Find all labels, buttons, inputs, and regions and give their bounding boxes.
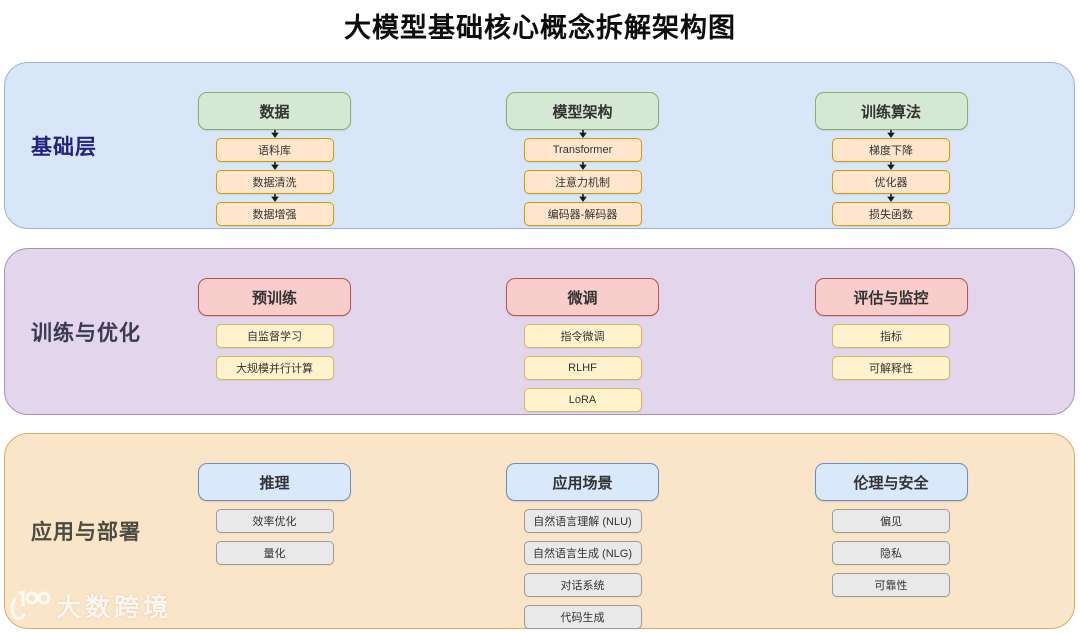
concept-item: 梯度下降 <box>832 138 950 162</box>
concept-item: 数据清洗 <box>215 170 334 194</box>
concept-column: 应用场景自然语言理解 (NLU) 自然语言生成 (NLG) 对话系统代码生成 <box>493 463 673 629</box>
concept-item: 编码器-解码器 <box>523 202 642 226</box>
arrow-down-icon <box>887 162 895 170</box>
column-header: 应用场景 <box>506 463 659 501</box>
spacer <box>884 348 898 356</box>
band-foundation: 基础层 数据语料库数据清洗数据增强 模型架构 Transformer 注意力机制编码器-… <box>4 62 1075 229</box>
arrow-down-icon <box>578 162 587 170</box>
arrow-down-icon <box>270 194 279 202</box>
connector-arrow <box>268 162 282 170</box>
concept-column: 伦理与安全偏见隐私可靠性 <box>801 463 981 597</box>
band-application-deployment: 应用与部署 推理效率优化量化 应用场景自然语言理解 (NLU) 自然语言生成 (NLG… <box>4 433 1075 629</box>
spacer <box>884 533 898 541</box>
concept-item: 量化 <box>215 541 334 565</box>
spacer <box>576 501 590 509</box>
connector-arrow <box>268 130 282 138</box>
concept-item: 大规模并行计算 <box>215 356 334 380</box>
arrow-down-icon <box>578 194 587 202</box>
concept-column: 预训练自监督学习大规模并行计算 <box>185 278 365 380</box>
column-header: 训练算法 <box>814 92 968 130</box>
concept-item: 自监督学习 <box>215 324 334 348</box>
column-header: 评估与监控 <box>814 278 968 316</box>
arrow-down-icon <box>887 194 895 202</box>
concept-column: 推理效率优化量化 <box>185 463 365 565</box>
arrow-down-icon <box>887 130 895 138</box>
spacer <box>268 348 282 356</box>
spacer <box>576 565 590 573</box>
spacer <box>576 348 590 356</box>
brand-logo-icon <box>10 589 51 620</box>
band-training-optimization: 训练与优化 预训练自监督学习大规模并行计算 微调指令微调 RLHF LoRA 评估与监控指… <box>4 248 1075 415</box>
column-header: 伦理与安全 <box>814 463 968 501</box>
concept-item: 自然语言生成 (NLG) <box>523 541 642 565</box>
column-header: 预训练 <box>198 278 351 316</box>
arrow-down-icon <box>578 130 587 138</box>
concept-item: 语料库 <box>215 138 334 162</box>
concept-item: 数据增强 <box>215 202 334 226</box>
concept-item: 损失函数 <box>832 202 950 226</box>
spacer <box>884 316 898 324</box>
concept-item: 可解释性 <box>832 356 950 380</box>
concept-item: 偏见 <box>832 509 950 533</box>
page-title: 大模型基础核心概念拆解架构图 <box>344 13 736 43</box>
spacer <box>576 380 590 388</box>
brand-watermark: 大数跨境 <box>8 588 172 624</box>
connector-arrow <box>884 162 898 170</box>
concept-item: 可靠性 <box>832 573 950 597</box>
connector-arrow <box>884 130 898 138</box>
concept-item: 代码生成 <box>523 605 642 629</box>
concept-column: 训练算法梯度下降优化器损失函数 <box>801 92 981 226</box>
concept-item: LoRA <box>523 388 642 412</box>
spacer <box>576 533 590 541</box>
concept-item: 自然语言理解 (NLU) <box>523 509 642 533</box>
column-header: 模型架构 <box>506 92 659 130</box>
concept-column: 模型架构 Transformer 注意力机制编码器-解码器 <box>493 92 673 226</box>
band-label-training-optimization: 训练与优化 <box>31 321 141 345</box>
column-header: 推理 <box>198 463 351 501</box>
column-header: 数据 <box>198 92 351 130</box>
concept-column: 评估与监控指标可解释性 <box>801 278 981 380</box>
concept-column: 数据语料库数据清洗数据增强 <box>185 92 365 226</box>
connector-arrow <box>576 162 590 170</box>
spacer <box>884 501 898 509</box>
spacer <box>268 501 282 509</box>
concept-item: 效率优化 <box>215 509 334 533</box>
concept-item: 隐私 <box>832 541 950 565</box>
column-header: 微调 <box>506 278 659 316</box>
arrow-down-icon <box>270 130 279 138</box>
connector-arrow <box>576 194 590 202</box>
spacer <box>884 565 898 573</box>
spacer <box>268 533 282 541</box>
brand-watermark-text: 大数跨境 <box>56 594 173 622</box>
concept-item: RLHF <box>523 356 642 380</box>
concept-item: 指令微调 <box>523 324 642 348</box>
connector-arrow <box>268 194 282 202</box>
concept-item: 指标 <box>832 324 950 348</box>
band-label-application-deployment: 应用与部署 <box>31 521 141 544</box>
band-label-foundation: 基础层 <box>31 135 97 159</box>
connector-arrow <box>576 130 590 138</box>
connector-arrow <box>884 194 898 202</box>
concept-item: 优化器 <box>832 170 950 194</box>
arrow-down-icon <box>270 162 279 170</box>
concept-item: Transformer <box>523 138 642 162</box>
spacer <box>268 316 282 324</box>
concept-item: 对话系统 <box>523 573 642 597</box>
concept-item: 注意力机制 <box>523 170 642 194</box>
concept-column: 微调指令微调 RLHF LoRA <box>493 278 673 412</box>
spacer <box>576 597 590 605</box>
spacer <box>576 316 590 324</box>
